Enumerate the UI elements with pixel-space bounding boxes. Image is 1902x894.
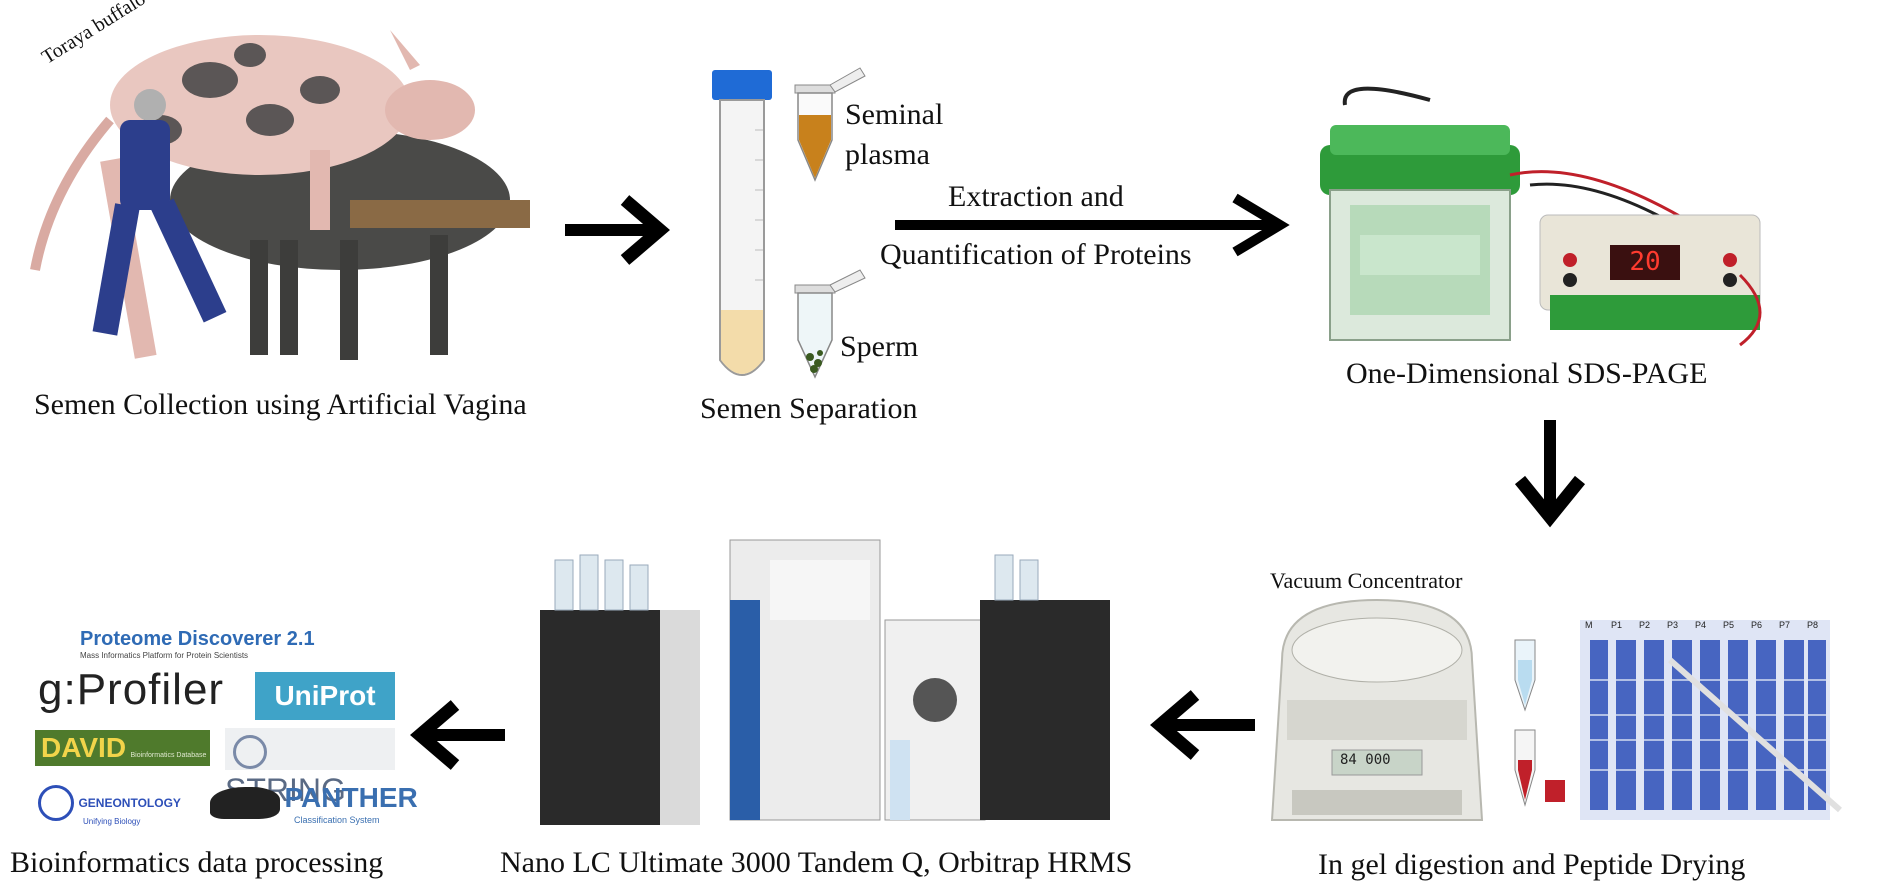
gprofiler-logo: g:Profiler <box>38 665 225 714</box>
uniprot-logo: UniProt <box>255 672 395 720</box>
lane-label: P1 <box>1611 620 1623 630</box>
arrow-left-icon <box>1150 690 1255 760</box>
lc-ms-caption: Nano LC Ultimate 3000 Tandem Q, Orbitrap… <box>500 846 1133 879</box>
bioinformatics-caption: Bioinformatics data processing <box>10 846 384 879</box>
digestion-caption: In gel digestion and Peptide Drying <box>1318 848 1746 881</box>
concentrator-display: 84 000 <box>1340 752 1391 768</box>
david-logo: DAVID Bioinformatics Database <box>35 730 210 766</box>
geneontology-logo: GENEONTOLOGY Unifying Biology <box>38 785 181 826</box>
lane-label: P7 <box>1779 620 1791 630</box>
long-arrow-right-icon <box>895 193 1290 257</box>
sperm-tube <box>790 265 870 385</box>
go-text: GENEONTOLOGY <box>78 796 181 811</box>
david-sub: Bioinformatics Database <box>130 752 207 759</box>
semen-separation-caption: Semen Separation <box>700 392 918 425</box>
buffalo-photo <box>10 10 530 380</box>
sperm-label: Sperm <box>840 330 919 363</box>
panther-icon <box>210 786 280 819</box>
panther-text: PANTHER <box>284 782 418 813</box>
gel-lane-labels: M P1 P2 P3 P4 P5 P6 P7 P8 <box>1585 620 1835 636</box>
pd-subtitle: Mass Informatics Platform for Protein Sc… <box>80 651 249 660</box>
proteome-discoverer-logo: Proteome Discoverer 2.1 Mass Informatics… <box>80 628 315 660</box>
extraction-label-1: Extraction and <box>948 180 1124 213</box>
string-logo: STRING <box>225 728 395 808</box>
vacuum-concentrator <box>1262 598 1492 830</box>
digestion-tubes <box>1500 630 1570 820</box>
lc-ms-instrument <box>540 539 1130 830</box>
panther-logo: PANTHER Classification System <box>210 782 418 825</box>
lane-label: P6 <box>1751 620 1763 630</box>
falcon-tube <box>700 70 790 390</box>
go-sub: Unifying Biology <box>83 817 141 826</box>
lane-label: P3 <box>1667 620 1679 630</box>
lane-label: P8 <box>1807 620 1819 630</box>
go-icon <box>38 785 74 821</box>
seminal-label-2: plasma <box>845 138 930 171</box>
panther-sub: Classification System <box>294 814 380 825</box>
lane-label: P2 <box>1639 620 1651 630</box>
string-icon <box>233 735 267 769</box>
arrow-left-icon <box>410 700 505 770</box>
electrophoresis-tank <box>1310 86 1530 345</box>
semen-collection-caption: Semen Collection using Artificial Vagina <box>34 388 527 421</box>
lane-label: M <box>1585 620 1593 630</box>
arrow-right-icon <box>565 195 670 265</box>
seminal-plasma-tube <box>790 60 870 190</box>
arrow-down-icon <box>1514 420 1586 528</box>
power-supply <box>1509 170 1770 347</box>
david-text: DAVID <box>41 732 127 763</box>
power-display: 20 <box>1629 247 1661 277</box>
extraction-label-2: Quantification of Proteins <box>880 238 1192 271</box>
pd-title: Proteome Discoverer 2.1 <box>80 628 315 650</box>
seminal-label-1: Seminal <box>845 98 944 131</box>
vacuum-concentrator-title: Vacuum Concentrator <box>1270 568 1463 593</box>
lane-label: P4 <box>1695 620 1707 630</box>
lane-label: P5 <box>1723 620 1735 630</box>
sds-gel-image <box>1580 620 1842 820</box>
sds-page-caption: One-Dimensional SDS-PAGE <box>1346 357 1708 390</box>
